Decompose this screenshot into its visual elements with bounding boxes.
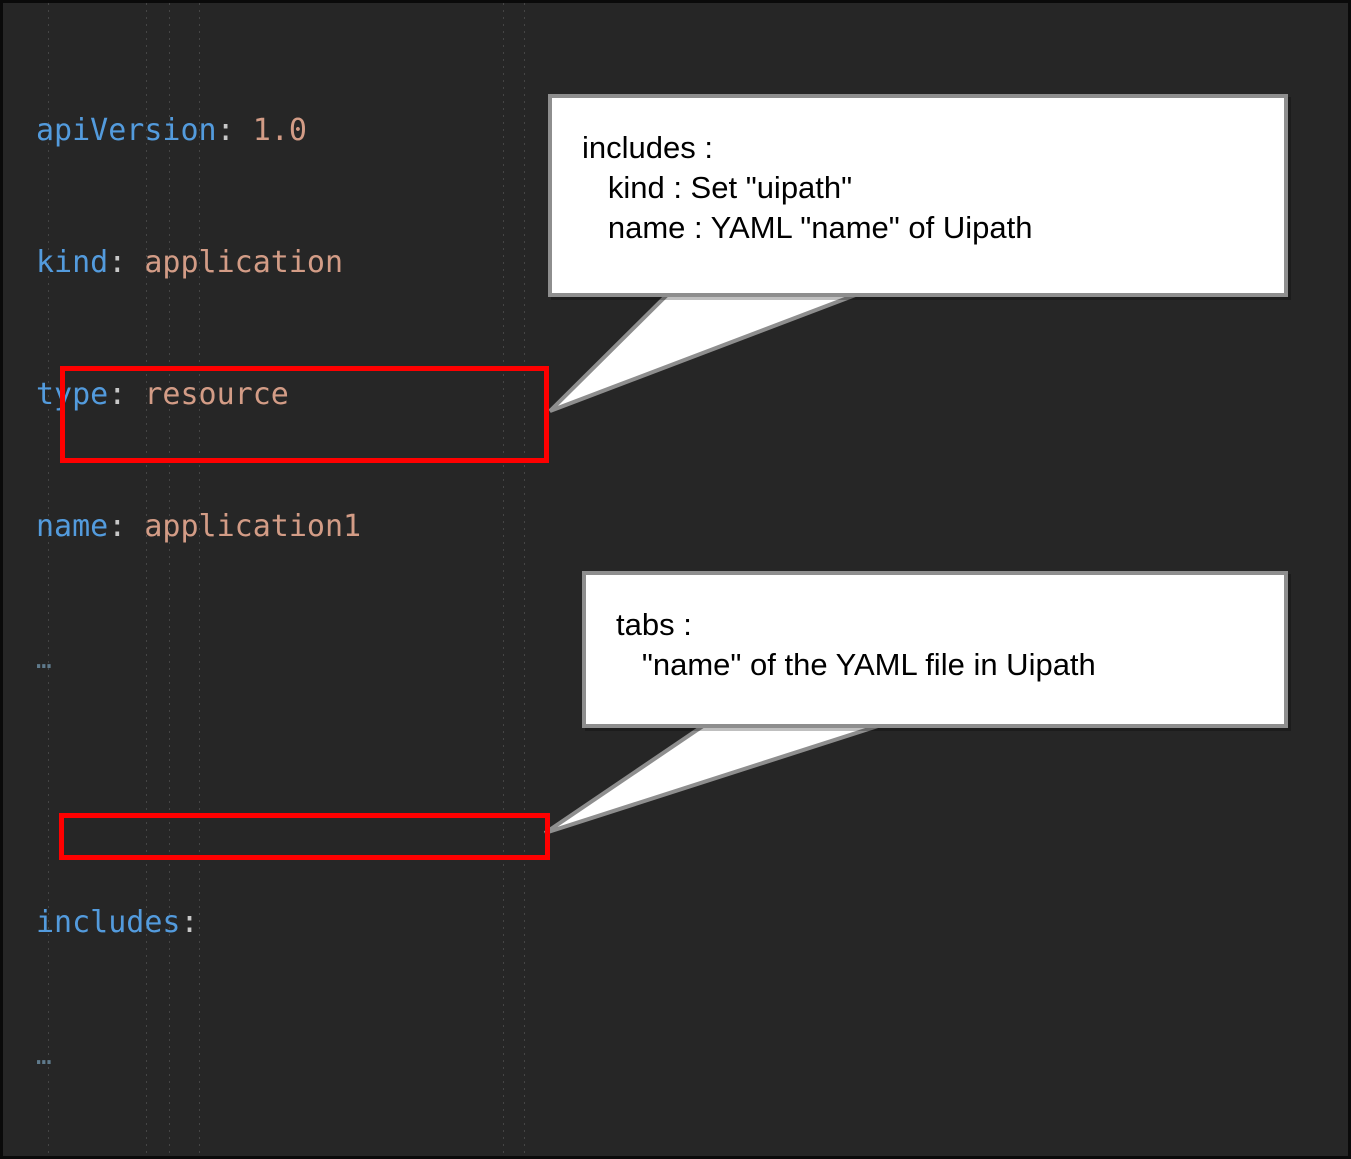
callout-text-tabs: tabs : "name" of the YAML file in Uipath [616, 607, 1096, 682]
callout-bubble-includes: includes : kind : Set "uipath" name : YA… [548, 94, 1288, 297]
indent-guide [169, 3, 170, 1156]
code-line: apiVersion: 1.0 [3, 109, 1348, 153]
yaml-colon: : [108, 377, 127, 412]
yaml-colon: : [108, 245, 127, 280]
code-line: type: resource [3, 373, 1348, 417]
indent-guide [524, 3, 525, 1156]
indent-guide [503, 3, 504, 1156]
callout-text-includes: includes : kind : Set "uipath" name : YA… [582, 130, 1033, 245]
ellipsis-glyph: … [36, 1041, 52, 1071]
yaml-key: includes [36, 905, 181, 940]
yaml-value: resource [144, 377, 289, 412]
yaml-key: kind [36, 245, 109, 280]
yaml-key: type [36, 377, 109, 412]
yaml-value: application [144, 245, 344, 280]
code-line-ellipsis: … [3, 637, 1348, 681]
code-line-ellipsis: … [3, 1033, 1348, 1077]
yaml-key: apiVersion [36, 113, 217, 148]
indent-guide [48, 3, 49, 1156]
ellipsis-glyph: … [36, 645, 52, 675]
code-line: includes: [3, 901, 1348, 945]
code-line-blank [3, 769, 1348, 813]
indent-guide [146, 3, 147, 1156]
callout-bubble-tabs: tabs : "name" of the YAML file in Uipath [582, 571, 1288, 728]
code-line: name: application1 [3, 505, 1348, 549]
yaml-code-block: apiVersion: 1.0 kind: application type: … [3, 3, 1348, 1156]
yaml-value: 1.0 [252, 113, 307, 148]
yaml-colon: : [108, 509, 127, 544]
yaml-value: application1 [144, 509, 362, 544]
code-line: kind: application [3, 241, 1348, 285]
yaml-key: name [36, 509, 109, 544]
yaml-colon: : [216, 113, 235, 148]
indent-guide [199, 3, 200, 1156]
yaml-colon: : [180, 905, 199, 940]
